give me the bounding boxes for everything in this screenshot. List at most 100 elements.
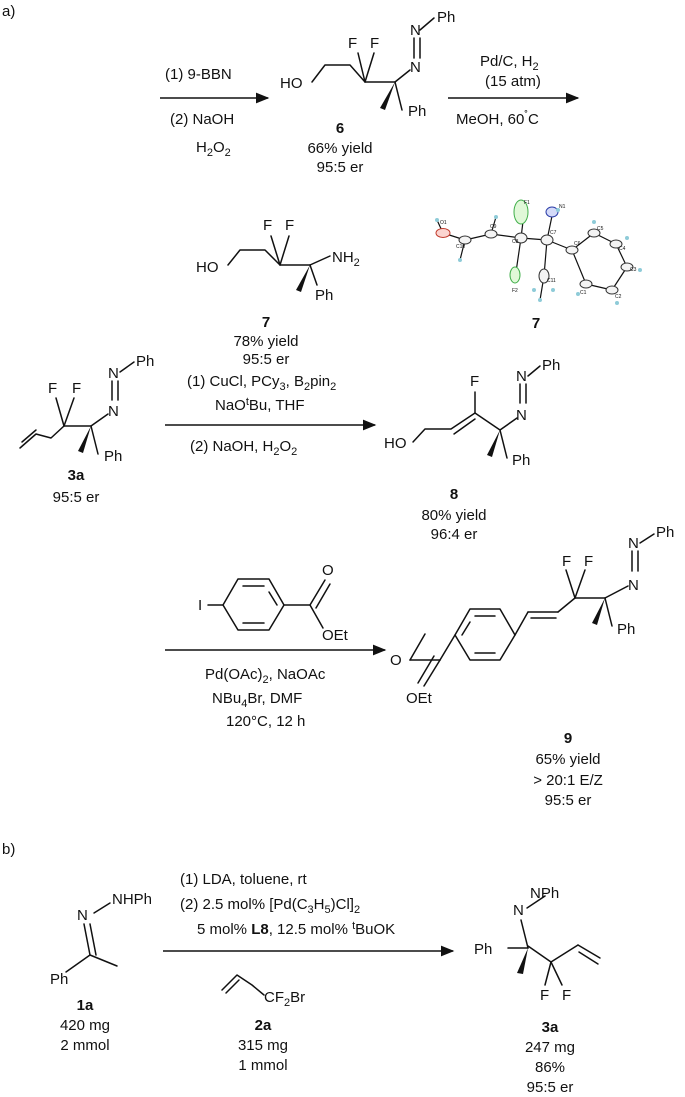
product-er: 95:5 er [243, 351, 290, 368]
reaction-2: Pd/C, H2 (15 atm) MeOH, 60˚C HO F F NH2 … [196, 53, 642, 368]
compound-7-structure: HO F F NH2 Ph [196, 217, 360, 304]
condition-line: Pd(OAc)2, NaOAc [205, 666, 326, 686]
atom-label: F [72, 380, 81, 397]
atom-label: HO [384, 435, 407, 452]
atom-label: Ph [656, 524, 674, 541]
atom-label: F [584, 553, 593, 570]
reaction-5: N NHPh Ph 1a 420 mg 2 mmol (1) LDA, tolu… [50, 871, 601, 1096]
compound-3a-product-structure: N NPh Ph F F [474, 885, 601, 1004]
atom-label: F [263, 217, 272, 234]
atom-label: C2 [615, 294, 622, 300]
condition-line: (2) NaOH, H2O2 [190, 438, 297, 458]
product-er: 96:4 er [431, 526, 478, 543]
atom-label: Ph [408, 103, 426, 120]
atom-label: C8 [512, 239, 519, 245]
atom-label: Ph [315, 287, 333, 304]
reactant-amount: 2 mmol [60, 1037, 109, 1054]
atom-label: NH2 [332, 249, 360, 269]
atom-label: OEt [322, 627, 349, 644]
atom-label: Ph [512, 452, 530, 469]
product-yield: 78% yield [233, 333, 298, 350]
condition-line: NaOtBu, THF [215, 396, 304, 414]
atom-label: N [108, 403, 119, 420]
reactant-er: 95:5 er [53, 489, 100, 506]
atom-label: Ph [542, 357, 560, 374]
atom-label: C9 [490, 224, 497, 230]
condition-line: 120°C, 12 h [226, 713, 305, 730]
atom-label: N [410, 22, 421, 39]
atom-label: O [390, 652, 402, 669]
product-mass: 247 mg [525, 1039, 575, 1056]
product-yield: 86% [535, 1059, 565, 1076]
atom-label: N [516, 368, 527, 385]
atom-label: F [562, 553, 571, 570]
atom-label: N [628, 577, 639, 594]
condition-line: NBu4Br, DMF [212, 690, 302, 710]
condition-line: (2) NaOH [170, 111, 234, 128]
compound-id: 2a [255, 1017, 272, 1034]
compound-9-structure: O OEt F F N N Ph Ph [390, 524, 674, 707]
compound-id: 9 [564, 730, 572, 747]
reaction-1: (1) 9-BBN (2) NaOH H2O2 HO F F N N Ph Ph… [160, 9, 455, 176]
atom-label: N [516, 407, 527, 424]
compound-6-structure: HO F F N N Ph Ph [280, 9, 455, 120]
compound-id: 7 [262, 314, 270, 331]
compound-2a-structure: CF2Br [221, 974, 305, 1009]
condition-line: 5 mol% L8, 12.5 mol% tBuOK [197, 920, 395, 938]
atom-label: N [410, 59, 421, 76]
atom-label: F [470, 373, 479, 390]
panel-label-b: b) [2, 841, 15, 858]
atom-label: C11 [547, 278, 556, 284]
atom-label: F2 [512, 288, 518, 294]
compound-id: 6 [336, 120, 344, 137]
atom-label: CF2Br [264, 989, 305, 1009]
condition-line: (15 atm) [485, 73, 541, 90]
atom-label: I [198, 597, 202, 614]
atom-label: F [48, 380, 57, 397]
reagent-amount: 1 mmol [238, 1057, 287, 1074]
atom-label: F [562, 987, 571, 1004]
atom-label: F [348, 35, 357, 52]
compound-3a-structure: F F N N Ph Ph [19, 353, 154, 465]
crystal-structure-7: O1 C10 C9 F1 N1 C7 C8 C6 C5 C4 C3 C2 C1 … [435, 199, 642, 305]
condition-line: MeOH, 60˚C [456, 110, 539, 128]
condition-line: (2) 2.5 mol% [Pd(C3H5)Cl]2 [180, 896, 360, 916]
atom-label: C4 [619, 246, 626, 252]
compound-id: 3a [68, 467, 85, 484]
atom-label: C7 [550, 230, 557, 236]
atom-label: N [77, 907, 88, 924]
atom-label: HO [280, 75, 303, 92]
atom-label: F [370, 35, 379, 52]
atom-label: C6 [574, 241, 581, 247]
compound-8-structure: HO F N N Ph Ph [384, 357, 560, 469]
product-er: 95:5 er [545, 792, 592, 809]
atom-label: N [513, 902, 524, 919]
product-er: 95:5 er [317, 159, 364, 176]
atom-label: NHPh [112, 891, 152, 908]
atom-label: Ph [136, 353, 154, 370]
condition-line: (1) LDA, toluene, rt [180, 871, 308, 888]
atom-label: C5 [597, 226, 604, 232]
condition-line: Pd/C, H2 [480, 53, 539, 73]
product-yield: 66% yield [307, 140, 372, 157]
ethyl-iodobenzoate-structure: I O OEt [198, 562, 349, 644]
atom-label: C3 [630, 267, 637, 273]
atom-label: NPh [530, 885, 559, 902]
atom-label: Ph [617, 621, 635, 638]
atom-label: F [540, 987, 549, 1004]
compound-1a-structure: N NHPh Ph [50, 891, 152, 988]
atom-label: C1 [580, 290, 587, 296]
atom-label: N1 [559, 204, 566, 210]
compound-id: 8 [450, 486, 458, 503]
atom-label: Ph [437, 9, 455, 26]
atom-label: HO [196, 259, 219, 276]
crystal-id: 7 [532, 315, 540, 332]
atom-label: OEt [406, 690, 433, 707]
product-yield: 80% yield [421, 507, 486, 524]
condition-line: (1) CuCl, PCy3, B2pin2 [187, 373, 336, 393]
condition-line: (1) 9-BBN [165, 66, 232, 83]
product-ez: > 20:1 E/Z [533, 772, 603, 789]
reagent-mass: 315 mg [238, 1037, 288, 1054]
atom-label: O1 [440, 220, 447, 226]
